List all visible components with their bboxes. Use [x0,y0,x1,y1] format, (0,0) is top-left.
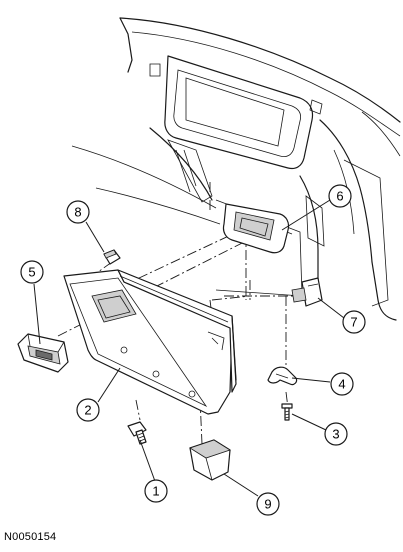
callout-9-label: 9 [264,497,271,512]
callout-7: 7 [342,310,366,334]
part-9-bracket [189,439,231,481]
part-2-glove-box [63,269,237,415]
callout-7-label: 7 [350,315,357,330]
part-6-bracket [222,203,290,254]
callout-5-label: 5 [28,265,35,280]
callouts: 1 2 3 4 5 6 7 8 [20,184,366,516]
part-3-screw [281,403,293,421]
part-8-bumper [103,249,121,265]
callout-4: 4 [330,372,354,396]
part-5-latch [17,333,69,373]
figure-id: N0050154 [4,531,57,543]
callout-6-label: 6 [336,189,343,204]
callout-5: 5 [20,260,44,284]
callout-4-label: 4 [338,377,345,392]
leader-lines [33,199,345,497]
callout-1-label: 1 [152,484,159,499]
callout-2-label: 2 [84,403,91,418]
callout-9: 9 [256,492,280,516]
callout-3-label: 3 [332,427,339,442]
callout-8-label: 8 [74,205,81,220]
part-7-bumper [291,277,323,307]
part-4-clip [267,366,298,386]
callout-2: 2 [76,398,100,422]
callout-3: 3 [324,422,348,446]
callout-1: 1 [144,479,168,503]
part-1-screw [127,421,147,445]
callout-8: 8 [66,200,90,224]
callout-6: 6 [328,184,352,208]
